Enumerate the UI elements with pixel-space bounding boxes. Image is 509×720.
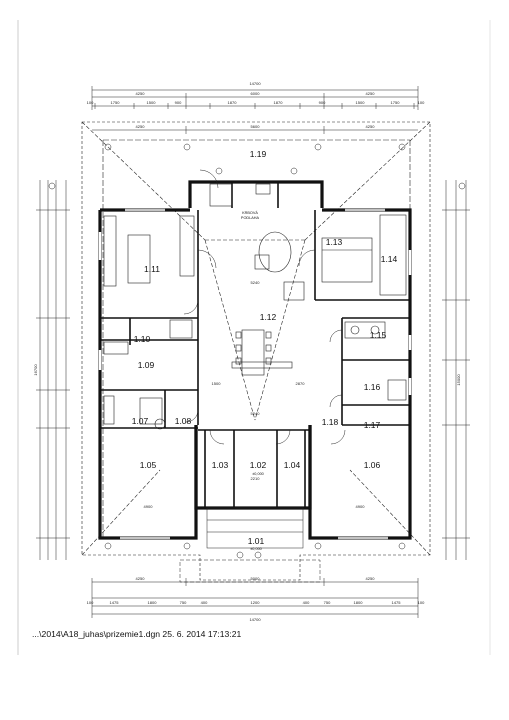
- room-1.16: 1.16: [364, 382, 381, 392]
- dim-top-row2: 4250 6000 4250: [136, 91, 376, 96]
- room-1.06: 1.06: [364, 460, 381, 470]
- level-markers: [48, 143, 466, 559]
- svg-text:4250: 4250: [366, 124, 376, 129]
- svg-text:750: 750: [324, 600, 331, 605]
- bottom-dimension-chains: [91, 578, 419, 618]
- svg-text:400: 400: [303, 600, 310, 605]
- svg-text:5240: 5240: [251, 411, 261, 416]
- room-1.02-level: ±0,000: [252, 472, 264, 476]
- dim-left-total: 16700: [33, 364, 38, 376]
- svg-text:2210: 2210: [251, 476, 261, 481]
- room-1.04: 1.04: [284, 460, 301, 470]
- svg-text:5240: 5240: [251, 280, 261, 285]
- fireplace-note: KRBOVÁ PODLAHA: [241, 211, 260, 220]
- dim-bottom-row2: 4250 5000 4250: [136, 576, 376, 581]
- room-1.19: 1.19: [250, 149, 267, 159]
- svg-text:100: 100: [418, 100, 425, 105]
- top-dimension-chains: [91, 86, 419, 134]
- room-1.15: 1.15: [370, 330, 387, 340]
- svg-text:4900: 4900: [144, 504, 154, 509]
- svg-text:4250: 4250: [136, 91, 146, 96]
- room-1.01-level: ±0,000: [250, 547, 262, 551]
- svg-text:400: 400: [201, 600, 208, 605]
- room-1.07: 1.07: [132, 416, 149, 426]
- svg-text:4250: 4250: [136, 124, 146, 129]
- dim-roof-top: 4250 5600 4250: [136, 124, 376, 129]
- svg-text:1475: 1475: [392, 600, 402, 605]
- svg-text:900: 900: [175, 100, 182, 105]
- doors: [183, 169, 346, 445]
- svg-text:5600: 5600: [251, 124, 261, 129]
- svg-text:4250: 4250: [366, 576, 376, 581]
- room-1.13: 1.13: [326, 237, 343, 247]
- svg-text:100: 100: [418, 600, 425, 605]
- dim-top-row: 100 1750 1500 900 1870 1870 900 1500 175…: [87, 100, 425, 105]
- svg-text:1800: 1800: [354, 600, 364, 605]
- svg-text:900: 900: [319, 100, 326, 105]
- windows: [98, 208, 412, 540]
- svg-text:750: 750: [180, 600, 187, 605]
- svg-text:6000: 6000: [251, 91, 261, 96]
- room-labels: 1.19 1.11 1.12 1.13 1.14 1.15 1.16 1.17 …: [132, 149, 398, 551]
- room-1.17: 1.17: [364, 420, 381, 430]
- room-1.09: 1.09: [138, 360, 155, 370]
- window-panes: [120, 208, 388, 540]
- svg-text:1475: 1475: [110, 600, 120, 605]
- dim-right-total: 15000: [456, 374, 461, 386]
- svg-text:1870: 1870: [228, 100, 238, 105]
- svg-text:KRBOVÁ: KRBOVÁ: [242, 211, 258, 215]
- svg-text:100: 100: [87, 100, 94, 105]
- room-1.18: 1.18: [322, 417, 339, 427]
- svg-text:1500: 1500: [147, 100, 157, 105]
- dim-top-total: 14700: [249, 81, 261, 86]
- room-1.12: 1.12: [260, 312, 277, 322]
- svg-text:2870: 2870: [296, 381, 306, 386]
- svg-text:4250: 4250: [136, 576, 146, 581]
- svg-text:4250: 4250: [366, 91, 376, 96]
- dim-bottom-total: 14700: [249, 617, 261, 622]
- furniture: [103, 183, 407, 430]
- svg-text:100: 100: [87, 600, 94, 605]
- svg-text:4900: 4900: [356, 504, 366, 509]
- dim-bottom-row: 100 1475 1800 750 400 1200 400 750 1800 …: [87, 600, 425, 605]
- dim-inner: 5240 1500 2870 4900 2210 5240 4900: [144, 280, 366, 509]
- room-1.05: 1.05: [140, 460, 157, 470]
- svg-text:1200: 1200: [251, 600, 261, 605]
- left-dimension-chains: [36, 180, 70, 560]
- file-path-footer: ...\2014\A18_juhas\prizemie1.dgn 25. 6. …: [32, 629, 242, 639]
- svg-text:PODLAHA: PODLAHA: [241, 216, 260, 220]
- interior-walls: [100, 182, 410, 508]
- right-dimension-chains: [442, 180, 470, 560]
- room-1.10: 1.10: [134, 334, 151, 344]
- svg-text:1750: 1750: [111, 100, 121, 105]
- svg-text:1750: 1750: [391, 100, 401, 105]
- room-1.02: 1.02: [250, 460, 267, 470]
- room-1.14: 1.14: [381, 254, 398, 264]
- svg-text:1500: 1500: [212, 381, 222, 386]
- svg-text:5000: 5000: [251, 576, 261, 581]
- room-1.03: 1.03: [212, 460, 229, 470]
- room-1.11: 1.11: [144, 264, 160, 274]
- svg-text:1500: 1500: [356, 100, 366, 105]
- svg-text:1800: 1800: [148, 600, 158, 605]
- room-1.08: 1.08: [175, 416, 192, 426]
- room-1.01: 1.01: [248, 536, 265, 546]
- svg-text:1870: 1870: [274, 100, 284, 105]
